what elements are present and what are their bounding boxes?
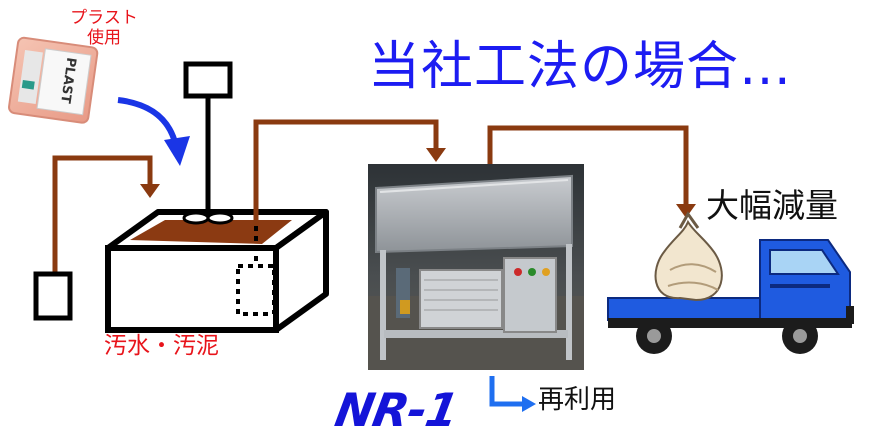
- sludge-tank: [105, 209, 329, 333]
- plast-note-line2: 使用: [87, 28, 121, 48]
- plast-note-line1: プラスト: [70, 8, 138, 28]
- reduction-label: 大幅減量: [706, 186, 838, 225]
- mixer-motor: [183, 61, 233, 218]
- reuse-arrow: [489, 376, 536, 412]
- reuse-label: 再利用: [538, 385, 617, 415]
- plast-bag-image: PLAST: [8, 36, 99, 124]
- plast-bag-text: PLAST: [57, 56, 78, 104]
- plast-feed-arrow: [117, 97, 190, 166]
- nr1-machine-photo: [368, 164, 584, 370]
- transfer-pipe: [253, 119, 446, 226]
- headline: 当社工法の場合…: [368, 37, 793, 97]
- output-pipe: [487, 125, 696, 218]
- inlet-pipe: [33, 155, 160, 321]
- sludge-label: 汚水・汚泥: [104, 333, 219, 359]
- plast-usage-note: プラスト 使用: [44, 8, 164, 48]
- waste-bag-image: [654, 211, 723, 302]
- machine-model-label: NR-1: [331, 383, 462, 437]
- truck-illustration: [607, 239, 854, 354]
